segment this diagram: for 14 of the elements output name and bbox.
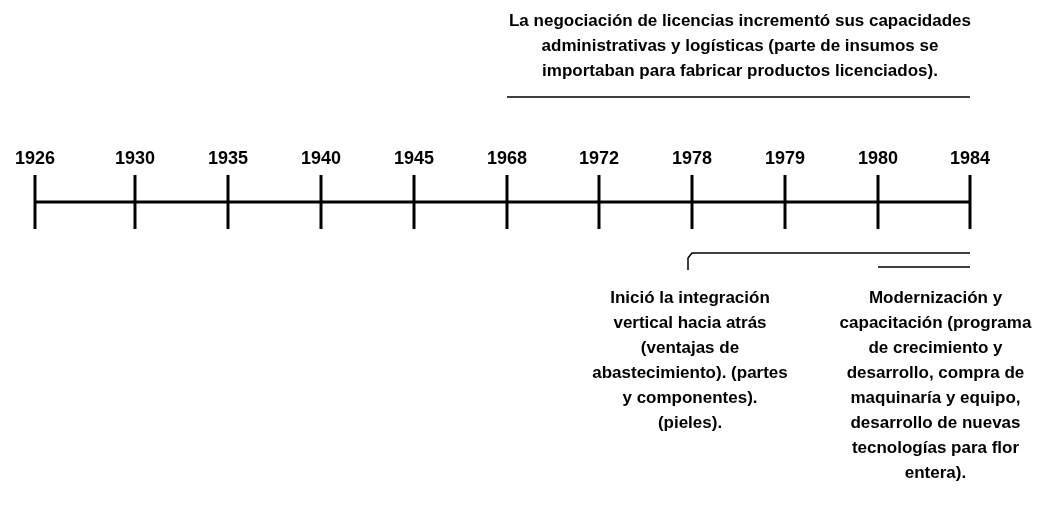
year-label: 1945 [392,147,435,170]
year-label: 1979 [763,147,806,170]
year-label: 1978 [670,147,713,170]
annotation-text: Modernización y capacitación (programa de crecimiento y desarrollo, compra de maquinaría y equipo, desarrollo de nuevas tecnologías para flor entera). [838,287,1033,484]
annotation-text: La negociación de licencias incrementó sus capacidades administrativas y logísticas (parte de insumos se importaban para fabricar productos licenciados). [508,10,972,82]
year-label: 1940 [299,147,342,170]
year-label: 1968 [485,147,528,170]
year-label: 1984 [948,147,991,170]
year-label: 1980 [856,147,899,170]
year-label: 1926 [13,147,56,170]
year-label: 1935 [206,147,249,170]
annotation-text: Inició la integración vertical hacia atrás (ventajas de abastecimiento). (partes y componentes). (pieles). [591,287,789,434]
year-label: 1972 [577,147,620,170]
year-label: 1930 [113,147,156,170]
